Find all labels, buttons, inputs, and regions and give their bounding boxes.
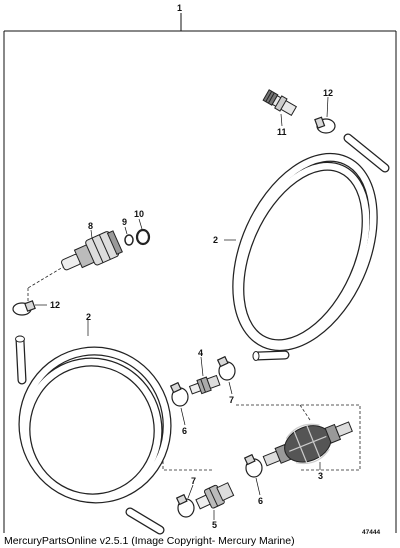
callout-clamp-top: 12: [323, 88, 333, 98]
callout-hose-barb-fitting: 11: [277, 127, 287, 137]
callout-clamp-lower-right: 6: [258, 496, 263, 506]
callout-hose-upper: 2: [213, 235, 218, 245]
clamp-upper-left: [169, 381, 189, 407]
assembly-bracket: [3, 13, 397, 533]
clamp-left: [12, 300, 36, 316]
callout-clamp-left: 12: [50, 300, 60, 310]
callout-fitting-upper: 4: [198, 348, 203, 358]
callout-assembly: 1: [177, 3, 182, 13]
callout-o-ring-small: 9: [122, 217, 127, 227]
figure-number: 47444: [362, 529, 380, 536]
callout-clamp-upper-left: 6: [182, 426, 187, 436]
clamp-lower-left: [175, 493, 195, 518]
clamp-upper-right: [216, 355, 236, 381]
callout-connector: 8: [88, 221, 93, 231]
connector: [61, 230, 123, 271]
callout-o-ring-large: 10: [134, 209, 144, 219]
callout-clamp-lower-left: 7: [191, 476, 196, 486]
clamp-top: [314, 116, 336, 134]
callout-leaders: [35, 96, 329, 520]
o-ring-large: [135, 228, 151, 246]
callout-hose-lower: 2: [86, 312, 91, 322]
copyright-caption: MercuryPartsOnline v2.5.1 (Image Copyrig…: [4, 535, 295, 547]
hose-upper: [232, 133, 390, 361]
o-ring-small: [124, 234, 134, 246]
callout-primer-bulb: 3: [318, 471, 323, 481]
callout-clamp-upper-right: 7: [229, 395, 234, 405]
primer-bulb: [262, 421, 353, 467]
callout-fitting-lower: 5: [212, 520, 217, 530]
hose-barb-fitting: [262, 89, 298, 117]
hose-lower: [15, 335, 172, 535]
fitting-lower: [195, 482, 235, 510]
fitting-upper: [188, 374, 221, 395]
clamp-lower-right: [243, 453, 263, 478]
